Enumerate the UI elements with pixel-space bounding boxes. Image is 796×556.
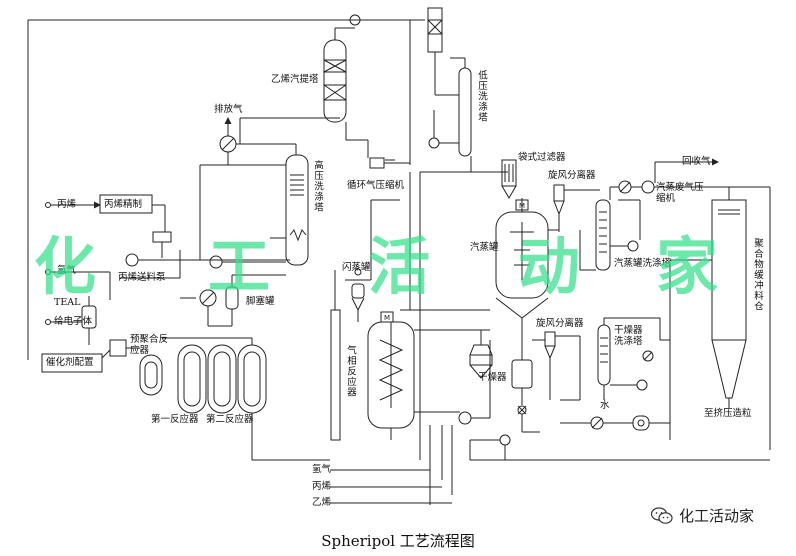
label-vent-gas: 排放气 — [214, 104, 243, 115]
label-donor: 给电子体 — [54, 316, 93, 327]
label-first-reactor: 第一反应器 — [151, 414, 199, 425]
label-second-reactor: 第二反应器 — [206, 414, 254, 425]
lp-top-column — [427, 7, 443, 53]
label-dryer-1: 干燥器 — [478, 372, 507, 383]
first-reactor-outer — [177, 344, 207, 414]
propylene-feed-node — [45, 202, 51, 208]
label-flush-tank: 闪蒸罐 — [342, 262, 371, 273]
steamer-motor-tag: M — [519, 202, 525, 210]
gpr-compressor — [458, 411, 472, 425]
propylene-refining-box — [99, 194, 153, 214]
feed-drum — [152, 231, 172, 243]
label-bottom-ethylene: 乙烯 — [312, 497, 332, 508]
label-propylene-feed: 丙烯 — [57, 199, 77, 210]
brand-name: 化工活动家 — [679, 507, 755, 525]
cyclone1-body — [553, 184, 565, 202]
label-recycle-compressor: 循环气压缩机 — [347, 180, 405, 191]
label-bottom-hydrogen: 氢气 — [312, 464, 332, 475]
lp-scrubber-column — [458, 67, 472, 157]
propylene-pump-symbol — [125, 253, 139, 267]
label-to-extruder: 至挤压造粒 — [704, 408, 752, 419]
label-hydrogen-feed: 氢气 — [57, 265, 77, 276]
prepoly-loop-inner — [144, 361, 158, 389]
label-prepoly-reactor: 预聚合反应器 — [130, 334, 169, 356]
steam-compressor — [641, 180, 655, 194]
label-steam-compressor: 汽蒸废气压缩机 — [656, 182, 704, 204]
label-ethylene-stripper: 乙烯汽提塔 — [271, 74, 319, 85]
prepoly-loop-outer — [139, 354, 163, 396]
steamer-scrubber-column — [595, 199, 611, 271]
catalyst-mixer — [109, 339, 127, 357]
bag-filter — [501, 159, 517, 187]
label-bottom-propylene: 丙烯 — [312, 481, 332, 492]
watermark-char-1: 化 — [34, 230, 97, 303]
transfer-pipe — [330, 309, 341, 441]
label-cyclone-2: 旋风分离器 — [536, 318, 584, 329]
second-reactor-outer — [237, 344, 267, 414]
label-steamer-scrubber: 汽蒸罐洗涤塔 — [614, 258, 672, 269]
steamer-motor — [515, 199, 529, 211]
dryer-scrubber-column — [597, 324, 611, 386]
label-bag-filter: 袋式过滤器 — [518, 152, 566, 163]
blower — [632, 415, 650, 431]
first-reactor-inner — [183, 351, 201, 407]
label-recovered-gas: 回收气 — [682, 156, 711, 167]
label-teal: TEAL — [54, 297, 81, 308]
label-lp-scrubber: 低压洗涤塔 — [476, 70, 487, 123]
label-buffer-tank: 脚塞罐 — [246, 296, 275, 307]
gpr-motor-tag: M — [384, 314, 390, 322]
label-silo: 聚合物缓冲料仓 — [752, 238, 763, 312]
first-reactor-outer-2 — [207, 344, 237, 414]
catalyst-prep-box — [41, 353, 103, 373]
flash-tank — [351, 283, 365, 299]
label-hp-scrubber: 高压洗涤塔 — [312, 160, 323, 213]
watermark-char-3: 活 — [368, 230, 431, 303]
label-propylene-refining: 丙烯精制 — [104, 199, 143, 210]
label-steamer: 汽蒸罐 — [470, 242, 499, 253]
label-water: 水 — [600, 400, 610, 411]
cyclone2-body — [544, 331, 556, 347]
wechat-icon — [651, 506, 673, 524]
watermark-char-4: 动 — [518, 230, 581, 303]
label-propylene-pump: 丙烯送料泵 — [118, 272, 166, 283]
diagram-caption: Spheripol 工艺流程图 — [321, 532, 475, 550]
brand-logo: 化工活动家 — [651, 505, 754, 526]
watermark-char-5: 家 — [656, 230, 719, 303]
recycle-compressor — [369, 157, 385, 169]
label-dryer-scrubber: 干燥器洗涤塔 — [614, 325, 643, 347]
watermark-char-2: 工 — [208, 230, 271, 303]
label-cyclone-1: 旋风分离器 — [548, 170, 596, 181]
lower-vessel — [511, 359, 533, 389]
hp-scrubber-column — [285, 154, 309, 266]
dryer1-top — [469, 344, 493, 356]
label-gas-phase-reactor: 气相反应器 — [345, 345, 356, 398]
ethylene-stripper-column — [323, 39, 347, 123]
label-catalyst-prep: 催化剂配置 — [46, 357, 94, 368]
gpr-motor — [380, 311, 394, 323]
